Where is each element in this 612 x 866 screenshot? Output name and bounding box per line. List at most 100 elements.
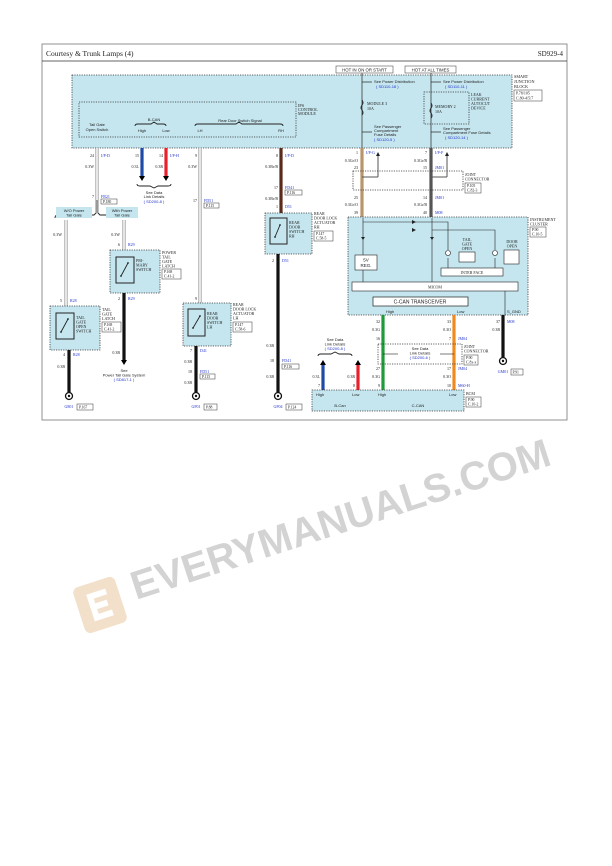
- conn-fd41-2: FD41: [282, 358, 291, 363]
- pin-14: 14: [159, 153, 163, 158]
- lh-3: ACTUATOR: [233, 311, 255, 316]
- sjb-label-1: SMART: [514, 74, 529, 79]
- rear-door-lock-actuator-lh: [183, 303, 231, 346]
- pin-1-d51: 1: [276, 204, 278, 209]
- with-power-tailgate-tag: [106, 207, 138, 218]
- ptl-1: POWER: [162, 250, 176, 255]
- switch-icon: [115, 256, 135, 284]
- bcm-low: Low: [352, 392, 359, 397]
- conn-d41: D41: [200, 348, 207, 353]
- size-w5: 0.3Br/B: [265, 164, 278, 169]
- ref-fd51-2: P.115: [202, 375, 210, 379]
- pin-18-fd41: 18: [270, 358, 274, 363]
- tgl-3: LATCH: [102, 316, 115, 321]
- conn-jm01-2: JM01: [435, 195, 444, 200]
- hot-on-start-label: HOT IN ON OR START: [342, 68, 387, 73]
- leak-label-2: CURRENT: [471, 97, 490, 102]
- pin-16: 16: [376, 336, 380, 341]
- wo-power-label-2: Tail Gate: [66, 213, 83, 218]
- size-k: 0.3B: [492, 327, 500, 332]
- pin-2-r29: 2: [118, 296, 120, 301]
- power-tailgate-latch: [110, 250, 160, 293]
- fuse-memory2-icon: [429, 102, 433, 119]
- pin-9: 9: [195, 153, 197, 158]
- tailgate-open-2: GATE: [462, 242, 473, 247]
- bcm-high: High: [316, 392, 324, 397]
- lhs-3: SWITCH: [207, 320, 222, 325]
- size-g2: 0.3B: [112, 350, 120, 355]
- rhs-3: SWITCH: [289, 229, 304, 234]
- cluster-label-2: CLUSTER: [530, 222, 548, 227]
- ips-tailgate-label-2: Open Switch: [86, 127, 109, 132]
- sjb-label-3: BLOCK: [514, 84, 528, 89]
- conn-jm04-2: JM04: [458, 366, 467, 371]
- hot-all-times-label: HOT AT ALL TIMES: [412, 68, 450, 73]
- fuse-details-1-ref[interactable]: ( SD120-5 ): [374, 137, 395, 142]
- conn-fd51: FD51: [204, 198, 213, 203]
- hot-on-start-box: [335, 65, 394, 74]
- ref-fd41: P.116: [287, 191, 295, 195]
- micom-block: [351, 281, 519, 292]
- see-data-1: See Data: [146, 190, 163, 195]
- pin-9-bcm: 9: [378, 383, 380, 388]
- jc2-label-2: CONNECTOR: [464, 349, 489, 354]
- rear-door-lock-actuator-rh: [265, 213, 312, 254]
- see-power-2-ref[interactable]: ( SD110-11 ): [445, 84, 468, 89]
- sjb-ref-1: P.78/105: [516, 91, 530, 96]
- door-open-2: OPEN: [507, 244, 518, 249]
- conn-fd51-2: FD51: [200, 369, 209, 374]
- pin-7-fr21: 7: [92, 194, 94, 199]
- see-ptg-ref[interactable]: ( SD817-1 ): [114, 377, 135, 382]
- size-w4: 0.3W: [188, 164, 197, 169]
- leak-label-3: AUTOCUT: [471, 101, 491, 106]
- wo-power-label: W/O Power: [64, 208, 85, 213]
- see-power-1-ref[interactable]: ( SD110-18 ): [376, 84, 399, 89]
- see-data-ref[interactable]: ( SD200-8 ): [144, 199, 165, 204]
- ips-lh-label: LH: [197, 128, 202, 133]
- joint-connector-2: [377, 343, 463, 365]
- ref-gf04: P.124: [288, 406, 296, 410]
- switch-icon: [55, 312, 75, 340]
- size-g: 0.3G: [372, 327, 380, 332]
- interface-label: INTER FACE: [461, 270, 484, 275]
- pin-14-jm01: 14: [423, 195, 427, 200]
- fuse-details-2-ref[interactable]: ( SD120-14 ): [445, 135, 469, 140]
- ptl-3: GATE: [162, 259, 173, 264]
- bcm-see-2: Link Details: [325, 342, 346, 347]
- see-power-2: See Power Distribution: [443, 79, 484, 84]
- rh-ref-2: C.58-5: [316, 237, 327, 241]
- conn-r28-2: R28: [73, 352, 80, 357]
- pin-15-jm01: 15: [423, 165, 427, 170]
- conn-m08-2: M08: [507, 319, 515, 324]
- jc2-see-ref[interactable]: ( SD200-6 ): [410, 355, 431, 360]
- size-g4: 0.3B: [266, 343, 274, 348]
- rh-3: ACTUATOR: [314, 220, 336, 225]
- tgl-ref-2: C.41-2: [104, 328, 115, 332]
- size-o: 0.3O: [443, 327, 451, 332]
- primary-switch-3: SWITCH: [136, 267, 151, 272]
- conn-ipg: I/P-G: [366, 150, 375, 155]
- jc2-see-1: See Data: [412, 346, 429, 351]
- conn-fr21: FR21: [101, 194, 110, 199]
- tailgate-indicator-lamp-icon: [445, 250, 451, 256]
- jc-1-label: JOINT: [465, 172, 477, 177]
- pin-39: 39: [354, 210, 358, 215]
- tailgate-open-1: TAIL: [463, 237, 472, 242]
- conn-ip-d-1: I/P-D: [101, 153, 110, 158]
- hot-all-times-box: [404, 65, 457, 74]
- see-power-1: See Power Distribution: [374, 79, 415, 84]
- rhs-2: DOOR: [289, 225, 301, 230]
- ground-gf01: GF01: [191, 404, 200, 409]
- fuse-module3-label: MODULE 3: [367, 101, 387, 106]
- ips-tailgate-label: Tail Gate: [89, 122, 106, 127]
- reg-label-1: 5V: [363, 258, 369, 263]
- sjb-label-2: JUNCTION: [514, 79, 534, 84]
- conn-jm01: JM01: [435, 165, 444, 170]
- bcm-see-ref[interactable]: ( SD200-8 ): [325, 346, 346, 351]
- 5v-regulator: [354, 254, 378, 271]
- jc2-ref-1: P.90: [466, 356, 473, 360]
- jc-1-ref-1: P.105: [467, 184, 475, 188]
- tgs-2: GATE: [76, 320, 87, 325]
- tgs-1: TAIL: [76, 315, 85, 320]
